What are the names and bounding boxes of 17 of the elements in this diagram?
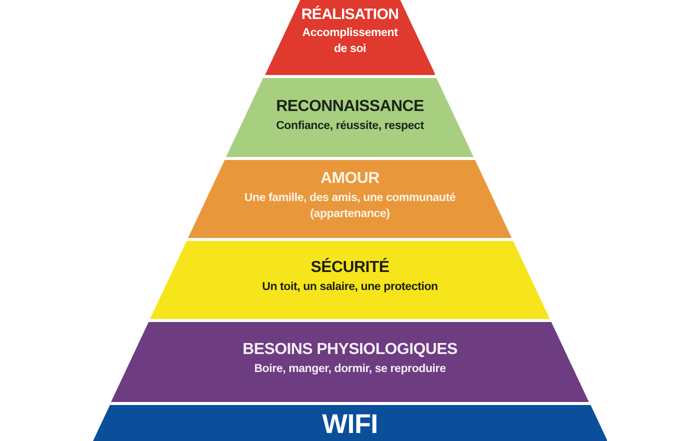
level-description: Accomplissement de soi — [301, 26, 399, 57]
pyramid-level — [111, 322, 589, 402]
pyramid-level — [226, 78, 474, 157]
level-title: SÉCURITÉ — [310, 259, 390, 277]
pyramid-level — [150, 241, 550, 319]
level-description: Confiance, réussite, respect — [275, 119, 425, 134]
pyramid-level — [188, 160, 512, 238]
pyramid-level — [264, 0, 436, 75]
level-title: BESOINS PHYSIOLOGIQUES — [242, 341, 458, 359]
level-title: RÉALISATION — [301, 6, 399, 23]
level-description: Boire, manger, dormir, se reproduire — [253, 362, 447, 377]
level-title: WIFI — [322, 409, 378, 440]
level-title: AMOUR — [320, 170, 380, 188]
pyramid-level — [92, 405, 608, 441]
level-description: Une famille, des amis, une communauté (appartenance) — [243, 191, 457, 222]
level-description: Un toit, un salaire, une protection — [261, 280, 439, 295]
level-title: RECONNAISSANCE — [276, 98, 424, 116]
